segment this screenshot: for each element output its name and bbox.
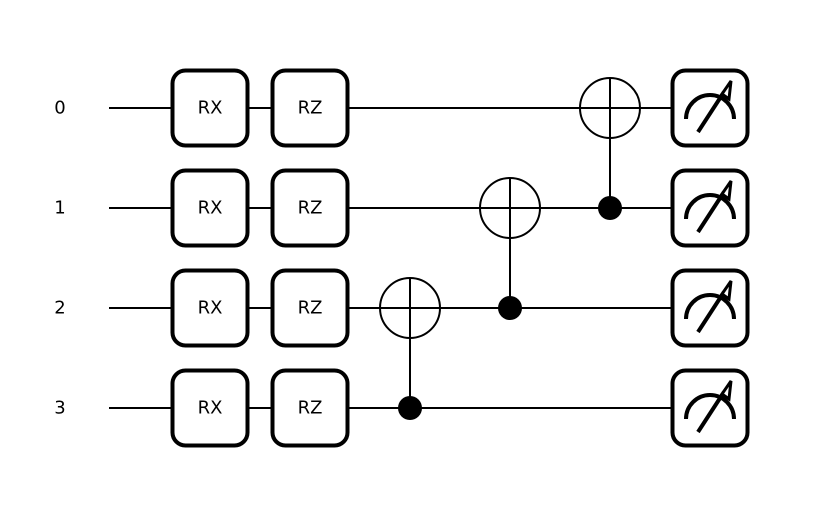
cnot-control-dot <box>498 296 522 320</box>
gate-rx: RX <box>170 68 250 148</box>
gate-label: RX <box>198 398 223 419</box>
gate-box <box>170 368 250 448</box>
cnot-gate <box>479 177 541 320</box>
measurement-gate <box>670 368 750 448</box>
measurement-gate <box>670 168 750 248</box>
meter-icon <box>684 180 736 234</box>
gate-box <box>270 268 350 348</box>
gate-box <box>670 68 750 148</box>
gate-rx: RX <box>170 368 250 448</box>
gate-box <box>270 368 350 448</box>
gate-box <box>670 168 750 248</box>
gate-box <box>670 268 750 348</box>
cnot-links-layer <box>409 78 611 408</box>
gate-rx: RX <box>170 168 250 248</box>
wire-label-2: 2 <box>54 298 65 319</box>
gate-label: RX <box>198 98 223 119</box>
wire-label-0: 0 <box>54 98 65 119</box>
measurement-gate <box>670 268 750 348</box>
gate-rz: RZ <box>270 168 350 248</box>
gate-label: RZ <box>298 98 323 119</box>
gate-box <box>170 268 250 348</box>
meter-icon <box>684 80 736 134</box>
gate-box <box>270 68 350 148</box>
measurement-gate <box>670 68 750 148</box>
gate-rz: RZ <box>270 368 350 448</box>
gate-box <box>170 68 250 148</box>
gate-rz: RZ <box>270 268 350 348</box>
gate-label: RX <box>198 198 223 219</box>
cnot-gate <box>379 277 441 420</box>
cnot-gate <box>579 77 641 220</box>
cnot-control-dot <box>398 396 422 420</box>
cnot-control-dot <box>598 196 622 220</box>
gate-box <box>170 168 250 248</box>
gates-layer: RX RX RX RX RZ RZ RZ RZ <box>170 68 750 448</box>
gate-label: RZ <box>298 298 323 319</box>
gate-rx: RX <box>170 268 250 348</box>
wire-label-1: 1 <box>54 198 65 219</box>
gate-box <box>270 168 350 248</box>
gate-label: RZ <box>298 198 323 219</box>
gate-label: RX <box>198 298 223 319</box>
wires-layer: 0 1 2 3 <box>54 98 710 419</box>
meter-icon <box>684 380 736 434</box>
gate-rz: RZ <box>270 68 350 148</box>
wire-label-3: 3 <box>54 398 65 419</box>
meter-icon <box>684 280 736 334</box>
gate-label: RZ <box>298 398 323 419</box>
gate-box <box>670 368 750 448</box>
